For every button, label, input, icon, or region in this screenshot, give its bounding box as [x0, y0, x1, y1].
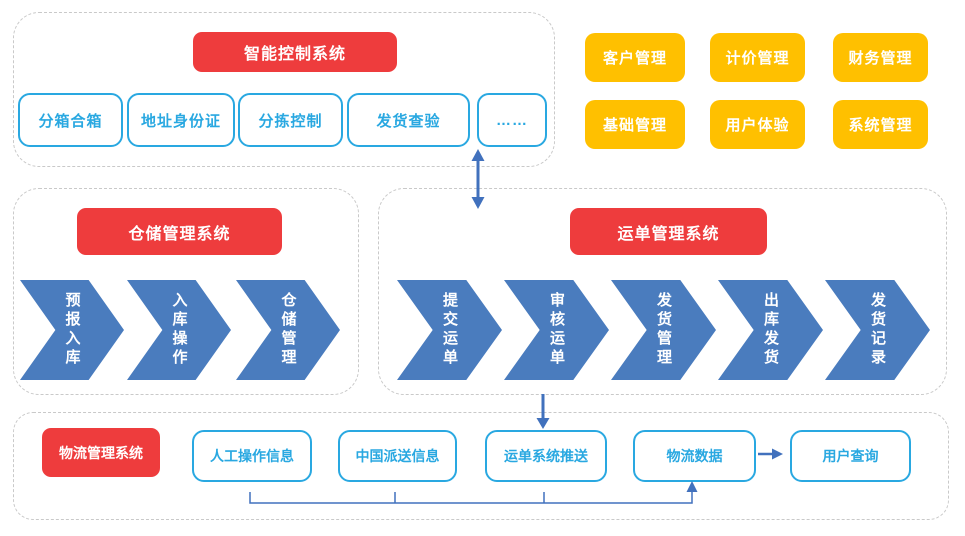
warehouse-title: 仓储管理系统: [77, 208, 282, 255]
module-box: 用户体验: [710, 100, 805, 149]
smart-control-box: 地址身份证: [127, 93, 235, 147]
module-box: 计价管理: [710, 33, 805, 82]
logistics-node: 用户查询: [790, 430, 911, 482]
smart-control-box-more: ……: [477, 93, 547, 147]
module-box: 客户管理: [585, 33, 685, 82]
logistics-node: 物流数据: [633, 430, 756, 482]
module-box: 基础管理: [585, 100, 685, 149]
module-box: 财务管理: [833, 33, 928, 82]
smart-control-box: 分拣控制: [238, 93, 343, 147]
smart-control-title: 智能控制系统: [193, 32, 397, 72]
smart-control-box: 分箱合箱: [18, 93, 123, 147]
logistics-node: 运单系统推送: [485, 430, 607, 482]
waybill-title: 运单管理系统: [570, 208, 767, 255]
module-box: 系统管理: [833, 100, 928, 149]
logistics-node: 人工操作信息: [192, 430, 312, 482]
smart-control-box: 发货查验: [347, 93, 470, 147]
logistics-node: 中国派送信息: [338, 430, 457, 482]
logistics-title: 物流管理系统: [42, 428, 160, 477]
